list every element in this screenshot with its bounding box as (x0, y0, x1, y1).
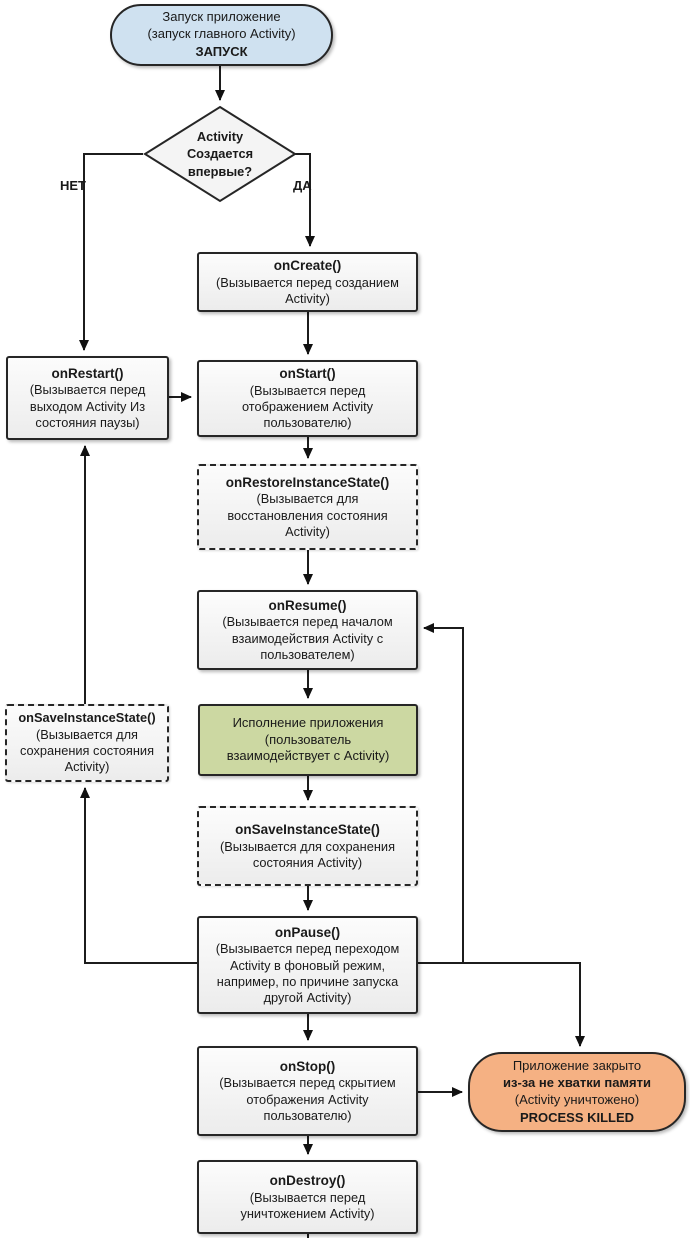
killed-line4: PROCESS KILLED (519, 1109, 635, 1125)
onsave-left-title: onSaveInstanceState() (18, 710, 156, 726)
onstart-title: onStart() (279, 366, 336, 382)
node-running: Исполнение приложения (пользователь взаи… (198, 704, 418, 776)
onresume-title: onResume() (268, 597, 347, 613)
decision-line2: Создается (186, 146, 254, 162)
edge-back-to-onresume (423, 623, 464, 963)
node-onsaveinstancestate-left: onSaveInstanceState() (Вызывается для со… (5, 704, 169, 782)
killed-line1: Приложение закрыто (512, 1057, 642, 1073)
edge-decision-no-to-onrestart (79, 153, 143, 351)
edge-decision-yes-to-oncreate (295, 153, 315, 247)
onresume-desc: (Вызывается перед началом взаимодействия… (222, 614, 393, 662)
node-onstop: onStop() (Вызывается перед скрытием отоб… (197, 1046, 418, 1136)
label-yes: ДА (293, 178, 312, 193)
running-line3: взаимодействует с Activity) (226, 748, 390, 764)
node-process-killed: Приложение закрыто из-за не хватки памят… (468, 1052, 686, 1132)
decision-line3: впервые? (187, 163, 253, 179)
onrestore-title: onRestoreInstanceState() (225, 474, 390, 490)
start-line1: Запуск приложение (162, 9, 281, 25)
node-decision: Activity Создается впервые? (152, 128, 288, 180)
onrestore-desc: (Вызывается для восстановления состояния… (227, 491, 388, 539)
killed-line2: из-за не хватки памяти (502, 1075, 651, 1091)
node-oncreate: onCreate() (Вызывается перед созданием A… (197, 252, 418, 312)
node-onsaveinstancestate-center: onSaveInstanceState() (Вызывается для со… (197, 806, 418, 886)
onrestart-title: onRestart() (51, 365, 124, 381)
ondestroy-desc: (Вызывается перед уничтожением Activity) (240, 1189, 375, 1221)
onpause-desc: (Вызывается перед переходом Activity в ф… (215, 941, 400, 1006)
edge-onpause-to-killed (418, 962, 585, 1047)
killed-line3: (Activity уничтожено) (514, 1092, 640, 1107)
onstop-desc: (Вызывается перед скрытием отображения A… (219, 1075, 396, 1123)
onstop-title: onStop() (279, 1058, 336, 1074)
onstart-desc: (Вызывается перед отображением Activity … (241, 382, 374, 431)
decision-diamond-shape (143, 105, 297, 203)
label-no: НЕТ (60, 178, 86, 193)
node-ondestroy: onDestroy() (Вызывается перед уничтожени… (197, 1160, 418, 1234)
ondestroy-title: onDestroy() (269, 1172, 346, 1188)
oncreate-desc: (Вызывается перед созданием Activity) (216, 274, 399, 306)
node-onresume: onResume() (Вызывается перед началом вза… (197, 590, 418, 670)
node-onpause: onPause() (Вызывается перед переходом Ac… (197, 916, 418, 1014)
onpause-title: onPause() (274, 924, 341, 940)
node-start: Запуск приложение (запуск главного Activ… (110, 4, 333, 66)
edge-onpause-to-onsave-left (80, 787, 197, 964)
running-line2: (пользователь (264, 731, 352, 747)
oncreate-title: onCreate() (273, 257, 342, 273)
start-line3: ЗАПУСК (195, 44, 248, 60)
node-onrestoreinstancestate: onRestoreInstanceState() (Вызывается для… (197, 464, 418, 550)
start-line2: (запуск главного Activity) (147, 26, 296, 42)
onsave-left-desc: (Вызывается для сохранения состояния Act… (20, 726, 154, 775)
onsave-center-desc: (Вызывается для сохранения состояния Act… (219, 838, 396, 870)
node-onrestart: onRestart() (Вызывается перед выходом Ac… (6, 356, 169, 440)
running-line1: Исполнение приложения (232, 714, 384, 730)
node-onstart: onStart() (Вызывается перед отображением… (197, 360, 418, 437)
onrestart-desc: (Вызывается перед выходом Activity Из со… (29, 382, 146, 430)
decision-line1: Activity (196, 129, 244, 144)
onsave-center-title: onSaveInstanceState() (235, 821, 380, 837)
